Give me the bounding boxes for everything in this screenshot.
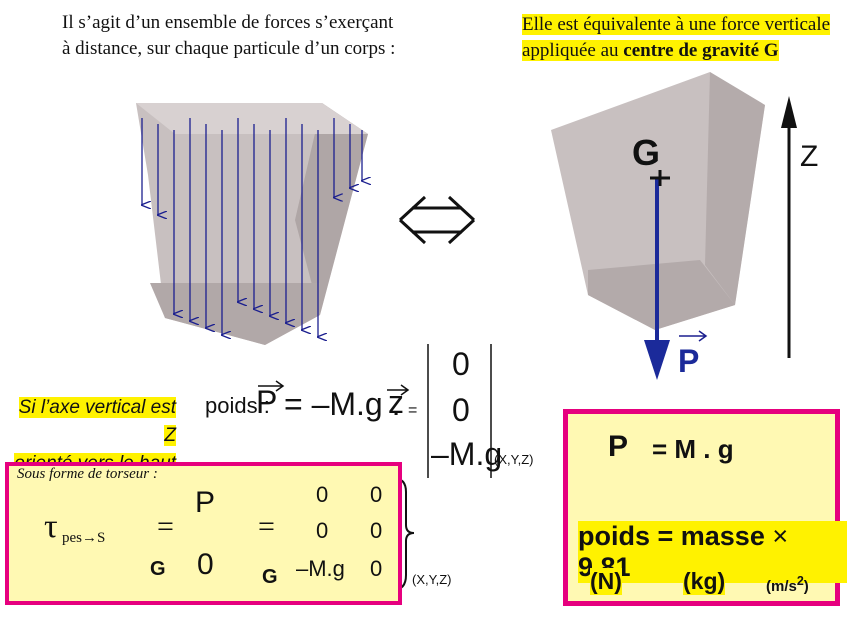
caption-line-1: Elle est équivalente à une force vertica… (522, 14, 831, 35)
norm-vector-p: P (608, 430, 629, 463)
torseur-equals-1: = (157, 510, 174, 543)
torseur-point-g-1: G (150, 558, 166, 580)
unit-ms: (m/s (766, 578, 797, 595)
vector-component-x: 0 (452, 346, 470, 382)
distributed-forces-caption: Il s’agit d’un ensemble de forces s’exer… (62, 10, 422, 62)
vector-bars (427, 344, 492, 478)
torseur-subscript: pes→S (62, 530, 106, 546)
torseur-box: Sous forme de torseur : (5, 462, 402, 605)
matrix-r2c1: 0 (316, 518, 329, 543)
unit-exponent: 2 (796, 574, 804, 588)
weight-equation-rhs: = –M.g . (284, 386, 401, 422)
equivalent-force-caption: Elle est équivalente à une force vertica… (522, 12, 842, 64)
torseur-frame-label: (X,Y,Z) (412, 572, 452, 587)
unit-kilogram: (kg) (683, 568, 726, 595)
torseur-tau: τ (44, 508, 58, 545)
caption-line-1: Il s’agit d’un ensemble de forces s’exer… (62, 12, 394, 33)
z-axis-arrow (781, 96, 797, 358)
caption-line-2: à distance, sur chaque particule d’un co… (62, 38, 396, 59)
weight-vector-label: P (678, 343, 700, 379)
equivalence-arrow-icon (398, 195, 476, 245)
torseur-resultant-p: P (195, 486, 216, 519)
distributed-force-arrows (142, 118, 362, 337)
vector-component-y: 0 (452, 392, 470, 428)
times-sign: × (772, 521, 789, 551)
torseur-equals-2: = (258, 510, 275, 543)
unit-newton: (N) (590, 568, 622, 595)
norm-equation: = M . g (652, 434, 734, 464)
matrix-r1c2: 0 (370, 482, 383, 507)
axis-note-line-1: Si l’axe vertical est Z (18, 397, 176, 446)
center-of-gravity-label: centre de gravité G (623, 40, 779, 61)
formula-text: poids = masse (578, 521, 765, 551)
matrix-r1c1: 0 (316, 482, 329, 507)
z-unit-vector: z (388, 384, 404, 420)
torseur-moment-zero: 0 (197, 548, 214, 581)
vector-component-z: –M.g (431, 436, 503, 472)
torseur-title: Sous forme de torseur : (17, 466, 158, 482)
unit-acceleration: (m/s2) (766, 574, 809, 595)
matrix-r3c1: –M.g (296, 556, 345, 581)
z-axis-label: Z (800, 140, 819, 173)
matrix-r3c2: 0 (370, 556, 383, 581)
torseur-point-g-2: G (262, 566, 278, 588)
left-solid (136, 103, 368, 345)
matrix-r2c2: 0 (370, 518, 383, 543)
weight-vector-p: P (256, 384, 278, 420)
weight-equation-label: poids : (205, 393, 270, 418)
reference-frame-label: (X,Y,Z) (494, 452, 534, 467)
weight-arrow (644, 170, 670, 380)
center-of-gravity-g-label: G (632, 132, 661, 173)
caption-line-2-prefix: appliquée au (522, 40, 624, 61)
equals-sign: = (408, 402, 418, 419)
unit-close: ) (803, 578, 809, 595)
